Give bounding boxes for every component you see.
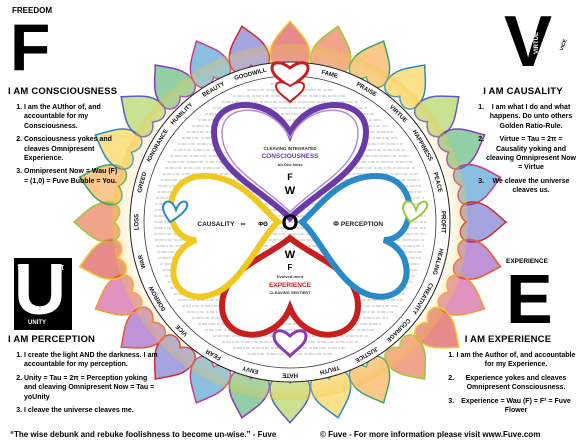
center-phi: ΦΘ — [258, 222, 268, 228]
experience-item: I am the Author of, and accountable for … — [456, 351, 576, 370]
experience-label: EXPERIENCE — [506, 258, 548, 265]
perception-heading: I AM PERCEPTION — [8, 334, 96, 345]
causality-item: I am what I do and what happens. Do unto… — [486, 103, 576, 131]
experience-section: I AM EXPERIENCE I am the Author of, and … — [440, 334, 576, 419]
side-ornament-hearts — [162, 200, 429, 224]
center-letter-f-bottom: F — [288, 263, 293, 272]
perception-heart — [297, 172, 413, 300]
perception-item: I create the light AND the darkness. I a… — [24, 351, 158, 370]
freedom-letter: F — [10, 10, 51, 84]
unity-letter: U — [14, 250, 66, 330]
experience-subtitle: CLEAVING SENTIENT — [269, 290, 311, 295]
experience-title: EXPERIENCE — [269, 282, 312, 289]
freedom-label: FREEDOM — [12, 6, 52, 15]
freedom-glyph: FREEDOM F — [10, 6, 68, 82]
consciousness-item: Omnipresent Now = Wau (F) = (1,0) = Fuve… — [24, 167, 120, 186]
center-letter-w-bottom: W — [285, 249, 296, 261]
experience-letter: E — [506, 260, 553, 338]
infinity-icon: ∞ — [534, 68, 543, 82]
footer-quote: “The wise debunk and rebuke foolishness … — [10, 430, 277, 439]
ring-word: PROFIT — [439, 211, 445, 233]
perception-item: I cleave the universe cleaves me. — [24, 406, 158, 415]
unity-glyph: U τ π π UNITY — [14, 254, 72, 330]
causality-section: I AM CAUSALITY I am what I do and what h… — [470, 86, 576, 200]
bottom-ornament-hearts — [272, 329, 308, 359]
pi-left-icon: π — [17, 262, 24, 272]
consciousness-title: CONSCIOUSNESS — [261, 153, 319, 160]
perception-item: Unity = Tau = 2π = Perception yoking and… — [24, 374, 158, 402]
consciousness-header: CLEAVING INTEGRATED — [263, 146, 317, 151]
tau-icon: τ — [32, 276, 49, 311]
causality-item: We cleave the universe cleaves us. — [486, 177, 576, 196]
ring-word: WAR — [138, 253, 148, 269]
experience-glyph: EXPERIENCE E — [506, 258, 568, 334]
ring-word: HATE — [282, 371, 298, 377]
perception-section: I AM PERCEPTION I create the light AND t… — [8, 334, 158, 419]
consciousness-item: I am the AUthor of, and accountable for … — [24, 103, 120, 131]
ring-word: GREED — [137, 171, 148, 194]
top-ornament-hearts — [270, 61, 310, 104]
causality-heading: I AM CAUSALITY — [483, 86, 563, 97]
perception-symbol: Φ — [333, 221, 339, 228]
experience-item: Experience yokes and cleaves Omnipresent… — [456, 374, 576, 393]
pi-right-icon: π — [58, 262, 65, 272]
consciousness-subtitle: All-One-Ness — [277, 162, 303, 167]
causality-item: Virtue = Tau = 2π = Causality yoking and… — [486, 135, 576, 173]
experience-item: Experience = Wau (F) = F² = Fuve Flower — [456, 397, 576, 416]
center-letter-o: O — [281, 210, 298, 235]
center-letter-w-top: W — [285, 185, 296, 197]
consciousness-item: Consciousness yokes and cleaves Omnipres… — [24, 135, 120, 163]
causality-title: CAUSALITY — [197, 221, 235, 228]
ring-word: ENVY — [242, 364, 259, 374]
unity-label: UNITY — [28, 320, 46, 326]
vice-vertical-text: VICE — [559, 38, 569, 52]
ring-word: LOSS — [135, 214, 141, 230]
footer-copyright: © Fuve - For more information please vis… — [320, 430, 541, 439]
virtue-glyph: V VIRTUE VICE ∞ — [504, 4, 570, 84]
consciousness-heading: I AM CONSCIOUSNESS — [8, 86, 118, 97]
experience-header: Evolved-ment — [277, 274, 304, 279]
virtue-letter: V — [504, 2, 553, 82]
ring-word: PEACE — [432, 172, 443, 194]
perception-title: PERCEPTION — [341, 221, 384, 228]
causality-heart — [167, 172, 283, 300]
consciousness-section: I AM CONSCIOUSNESS I am the AUthor of, a… — [8, 86, 120, 190]
causality-symbol: ∞ — [241, 221, 246, 228]
experience-heart — [218, 234, 362, 338]
experience-heading: I AM EXPERIENCE — [464, 334, 552, 345]
virtue-vertical-text: VIRTUE — [534, 31, 541, 55]
center-letter-f-top: F — [287, 172, 293, 182]
consciousness-heart — [210, 102, 370, 223]
ring-word: TRUTH — [319, 364, 340, 375]
ring-word: FAME — [321, 70, 339, 80]
